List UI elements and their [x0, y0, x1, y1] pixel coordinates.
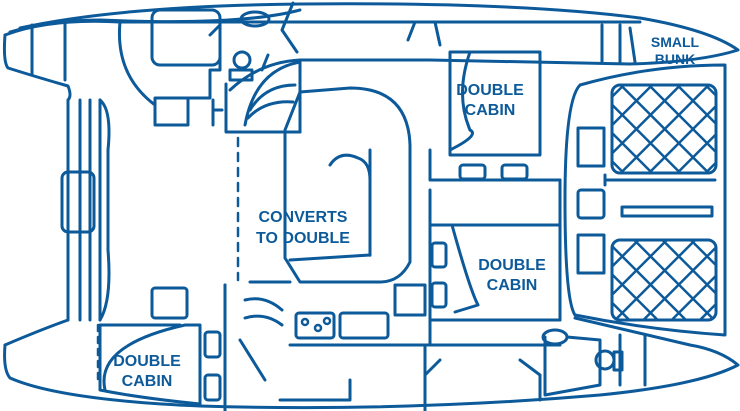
top-double-cabin-label: DOUBLE — [456, 82, 524, 99]
salon-settee — [283, 86, 412, 284]
bottom-double-cabin-label: DOUBLE — [113, 353, 181, 370]
top-hull — [2, 1, 740, 182]
bridgedeck-cockpit — [60, 98, 292, 322]
trampoline-net-top — [610, 83, 718, 175]
right-double-cabin-label-2: CABIN — [487, 277, 538, 294]
small-bunk-label: SMALL — [651, 34, 700, 50]
bottom-hull — [3, 233, 740, 411]
small-bunk-label-2: BUNK — [655, 51, 695, 67]
salon-converts-label: CONVERTS — [259, 209, 348, 226]
right-double-cabin-label: DOUBLE — [478, 257, 546, 274]
top-double-cabin-label-2: CABIN — [465, 102, 516, 119]
right-cabin-and-trampoline — [428, 63, 727, 347]
bottom-double-cabin-label-2: CABIN — [122, 373, 173, 390]
salon-converts-label-2: TO DOUBLE — [256, 230, 350, 247]
trampoline-net-bottom — [610, 238, 718, 322]
